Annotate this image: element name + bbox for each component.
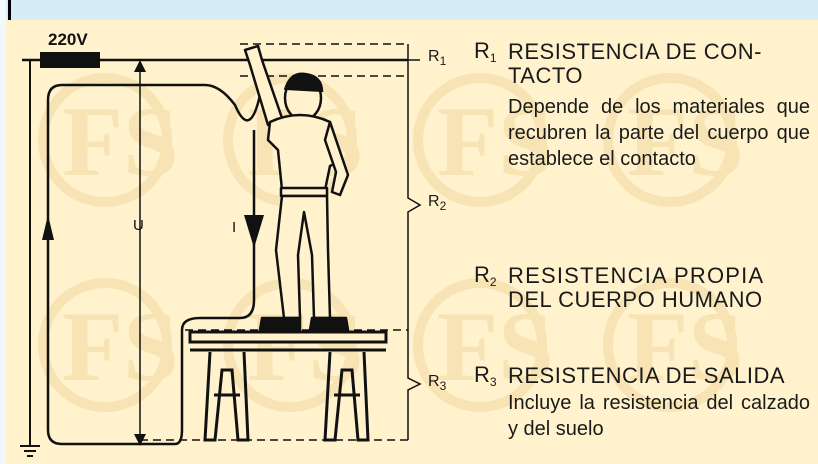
voltage-arrow-top <box>134 60 146 72</box>
svg-text:FS: FS <box>62 86 179 197</box>
left-border <box>0 0 6 464</box>
voltage-source <box>40 52 100 68</box>
ground-icon <box>20 60 40 457</box>
top-left-marker <box>8 0 11 20</box>
current-arrow-up <box>42 215 54 240</box>
current-path <box>46 83 262 446</box>
svg-text:FS: FS <box>62 291 179 402</box>
legend-r2-title: RESISTENCIA PROPIA DEL CUERPO HUMANO <box>508 263 765 312</box>
legend-r3-symbol: R3 <box>474 362 497 389</box>
r3-side-label: R3 <box>428 373 447 393</box>
sawhorse-platform-icon <box>188 330 388 442</box>
r3-bracket <box>407 330 422 440</box>
current-symbol: I <box>232 219 236 236</box>
svg-text:FS: FS <box>627 86 744 197</box>
legend-r2-symbol: R2 <box>474 262 497 289</box>
svg-text:FS: FS <box>247 291 364 402</box>
voltage-symbol: U <box>133 217 144 234</box>
person-figure-icon <box>243 44 350 332</box>
svg-text:FS: FS <box>437 86 554 197</box>
legend-r3-description: Incluye la resistencia del calzado y del… <box>508 392 810 440</box>
r2-side-label: R2 <box>428 193 447 213</box>
legend-r1-symbol: R1 <box>474 38 497 65</box>
svg-text:FS: FS <box>627 291 744 402</box>
legend-r1-title: RESISTENCIA DE CON- TACTO <box>508 39 762 88</box>
r2-bracket <box>407 76 422 330</box>
current-arrow-down <box>244 215 264 248</box>
legend-r3-title: RESISTENCIA DE SALIDA <box>508 363 786 388</box>
voltage-label: 220V <box>48 30 88 49</box>
voltage-arrow-bottom <box>134 434 146 446</box>
r1-bracket <box>407 44 420 76</box>
svg-text:FS: FS <box>437 291 554 402</box>
r1-side-label: R1 <box>428 48 447 68</box>
legend-r1-description: Depende de los materiales que recubren l… <box>508 96 810 170</box>
